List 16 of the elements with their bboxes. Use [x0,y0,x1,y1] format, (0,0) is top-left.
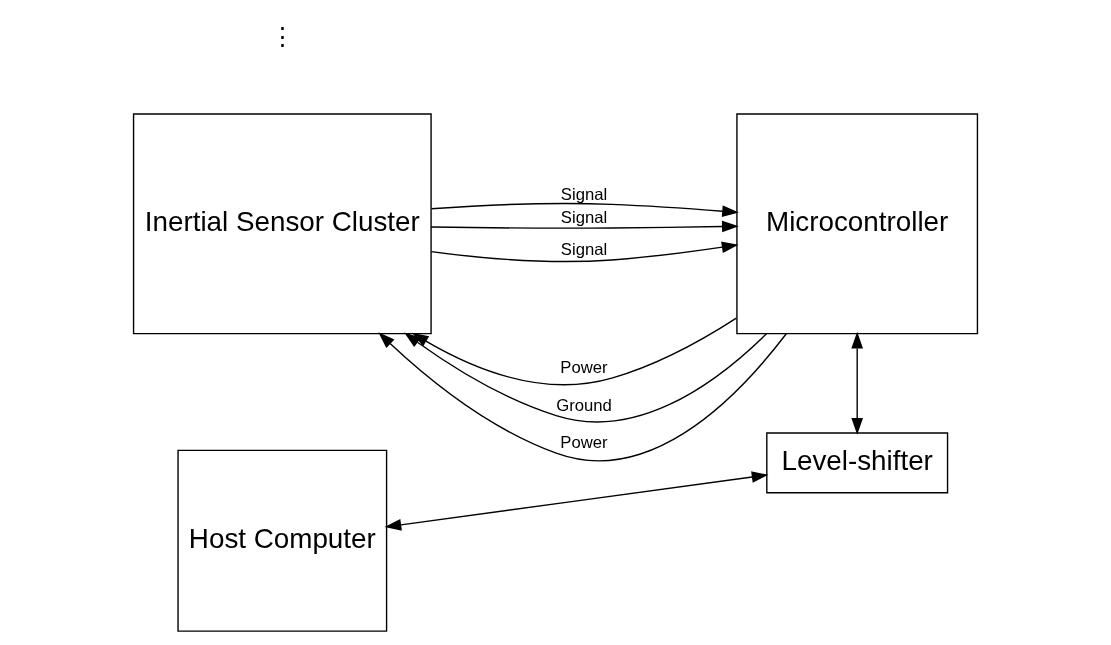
edge-label: Signal [560,184,608,204]
node-box: Inertial Sensor Cluster [132,113,432,335]
arrow [430,241,739,263]
node-box: Microcontroller [736,113,979,335]
arrow [384,471,769,531]
node-box: Level-shifter [766,432,949,494]
arrow [430,202,739,218]
edge-label: Signal [560,208,608,228]
edge-label: Power [560,433,608,453]
edge-label: Ground [556,395,612,415]
node-box: Host Computer [177,449,388,632]
edge-label: Power [560,358,608,378]
arrow [851,331,864,435]
arrow [430,220,739,233]
label: ⋮ [269,22,295,51]
edge-label: Signal [560,240,608,260]
